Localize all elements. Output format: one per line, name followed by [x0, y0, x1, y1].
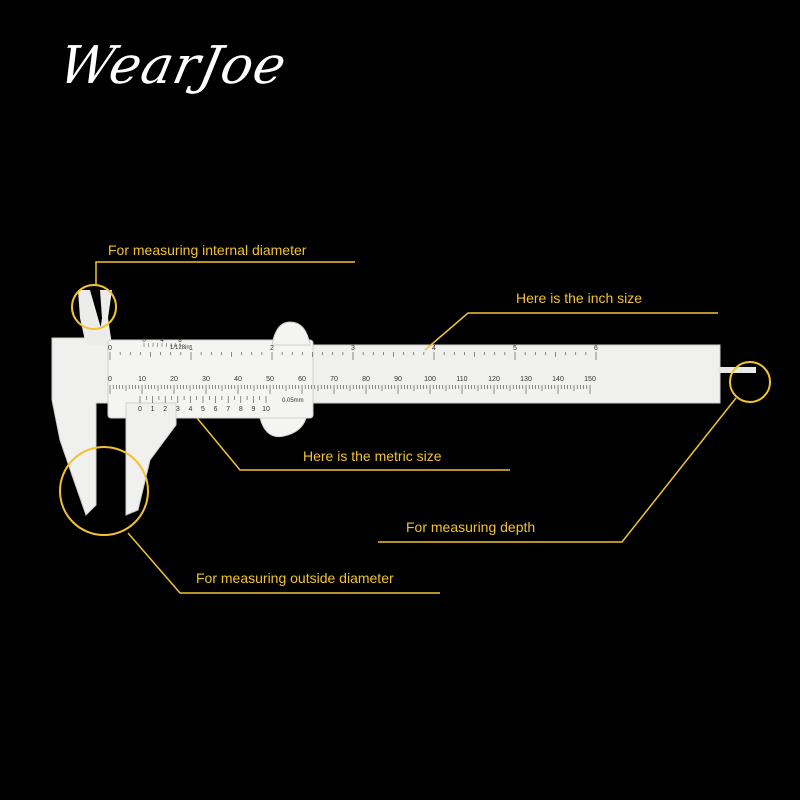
- internal-jaw-callout-circle: [71, 284, 117, 330]
- vernier-tick-label: 5: [201, 406, 205, 413]
- mm-tick-label: 110: [456, 376, 467, 383]
- mm-tick-label: 0: [108, 376, 112, 383]
- vernier-tick-label: 2: [163, 406, 167, 413]
- outside-diameter-label: For measuring outside diameter: [196, 570, 394, 586]
- outside-leader-line: [127, 532, 440, 594]
- inch-tick-label: 2: [270, 345, 274, 352]
- vernier-tick-label: 4: [188, 406, 192, 413]
- mm-tick-label: 20: [170, 376, 178, 383]
- top-vernier-scale-ticks: 0 4 8: [142, 338, 182, 347]
- vernier-tick-label: 6: [214, 406, 218, 413]
- thumb-grip-bottom: [259, 417, 307, 438]
- mm-tick-label: 30: [202, 376, 210, 383]
- inch-leader-line: [424, 312, 718, 351]
- mm-tick-label: 120: [488, 376, 500, 383]
- vernier-scale-ticks: 0 1 2 3 4 5 6 7 8 9 10: [138, 396, 270, 413]
- slider-internal-jaw: [98, 290, 112, 345]
- depth-label: For measuring depth: [406, 519, 536, 535]
- vernier-tick-label: 1: [151, 406, 155, 413]
- fixed-internal-jaw: [78, 290, 106, 345]
- mm-tick-label: 140: [552, 376, 564, 383]
- mm-tick-label: 60: [298, 376, 306, 383]
- slider-outside-jaw: [125, 402, 177, 516]
- mm-tick-label: 40: [234, 376, 242, 383]
- brand-logo: WearJoe: [53, 36, 293, 96]
- mm-tick-label: 130: [520, 376, 532, 383]
- inch-fraction-label: 1/128in: [170, 345, 190, 351]
- top-vernier-tick-label: 4: [160, 338, 164, 344]
- inch-tick-label: 6: [594, 345, 598, 352]
- outside-jaw-callout-circle: [59, 446, 149, 536]
- mm-tick-label: 100: [424, 376, 436, 383]
- depth-rod: [718, 367, 756, 373]
- metric-leader-line: [196, 417, 510, 471]
- depth-leader-line: [378, 397, 737, 543]
- metric-size-label: Here is the metric size: [303, 448, 442, 464]
- mm-tick-label: 90: [394, 376, 402, 383]
- internal-diameter-label: For measuring internal diameter: [108, 242, 307, 258]
- inch-tick-label: 4: [432, 345, 436, 352]
- vernier-tick-label: 7: [226, 406, 230, 413]
- inch-scale-ticks: 0 1 2 3 4 5 6: [108, 345, 598, 360]
- mm-tick-label: 50: [266, 376, 274, 383]
- inch-tick-label: 3: [351, 345, 355, 352]
- top-vernier-tick-label: 8: [178, 338, 182, 344]
- vernier-tick-label: 10: [262, 406, 270, 413]
- top-vernier-tick-label: 0: [142, 338, 146, 344]
- vernier-tick-label: 9: [251, 406, 255, 413]
- vernier-tick-label: 8: [239, 406, 243, 413]
- inch-tick-label: 0: [108, 345, 112, 352]
- mm-scale-ticks: 0 10 20 30 40 50 60 70 80 90 100 110 120 130 140 150: [108, 376, 596, 394]
- vernier-precision-label: 0.05mm: [282, 398, 304, 404]
- mm-tick-label: 10: [138, 376, 146, 383]
- internal-leader-line: [95, 261, 355, 285]
- thumb-grip: [271, 321, 311, 346]
- vernier-tick-label: 0: [138, 406, 142, 413]
- inch-tick-label: 5: [513, 345, 517, 352]
- inch-tick-label: 1: [189, 345, 193, 352]
- mm-tick-label: 150: [584, 376, 596, 383]
- mm-tick-label: 70: [330, 376, 338, 383]
- slider-body: [107, 339, 314, 419]
- depth-rod-callout-circle: [729, 361, 771, 403]
- inch-size-label: Here is the inch size: [516, 290, 643, 306]
- mm-tick-label: 80: [362, 376, 370, 383]
- vernier-tick-label: 3: [176, 406, 180, 413]
